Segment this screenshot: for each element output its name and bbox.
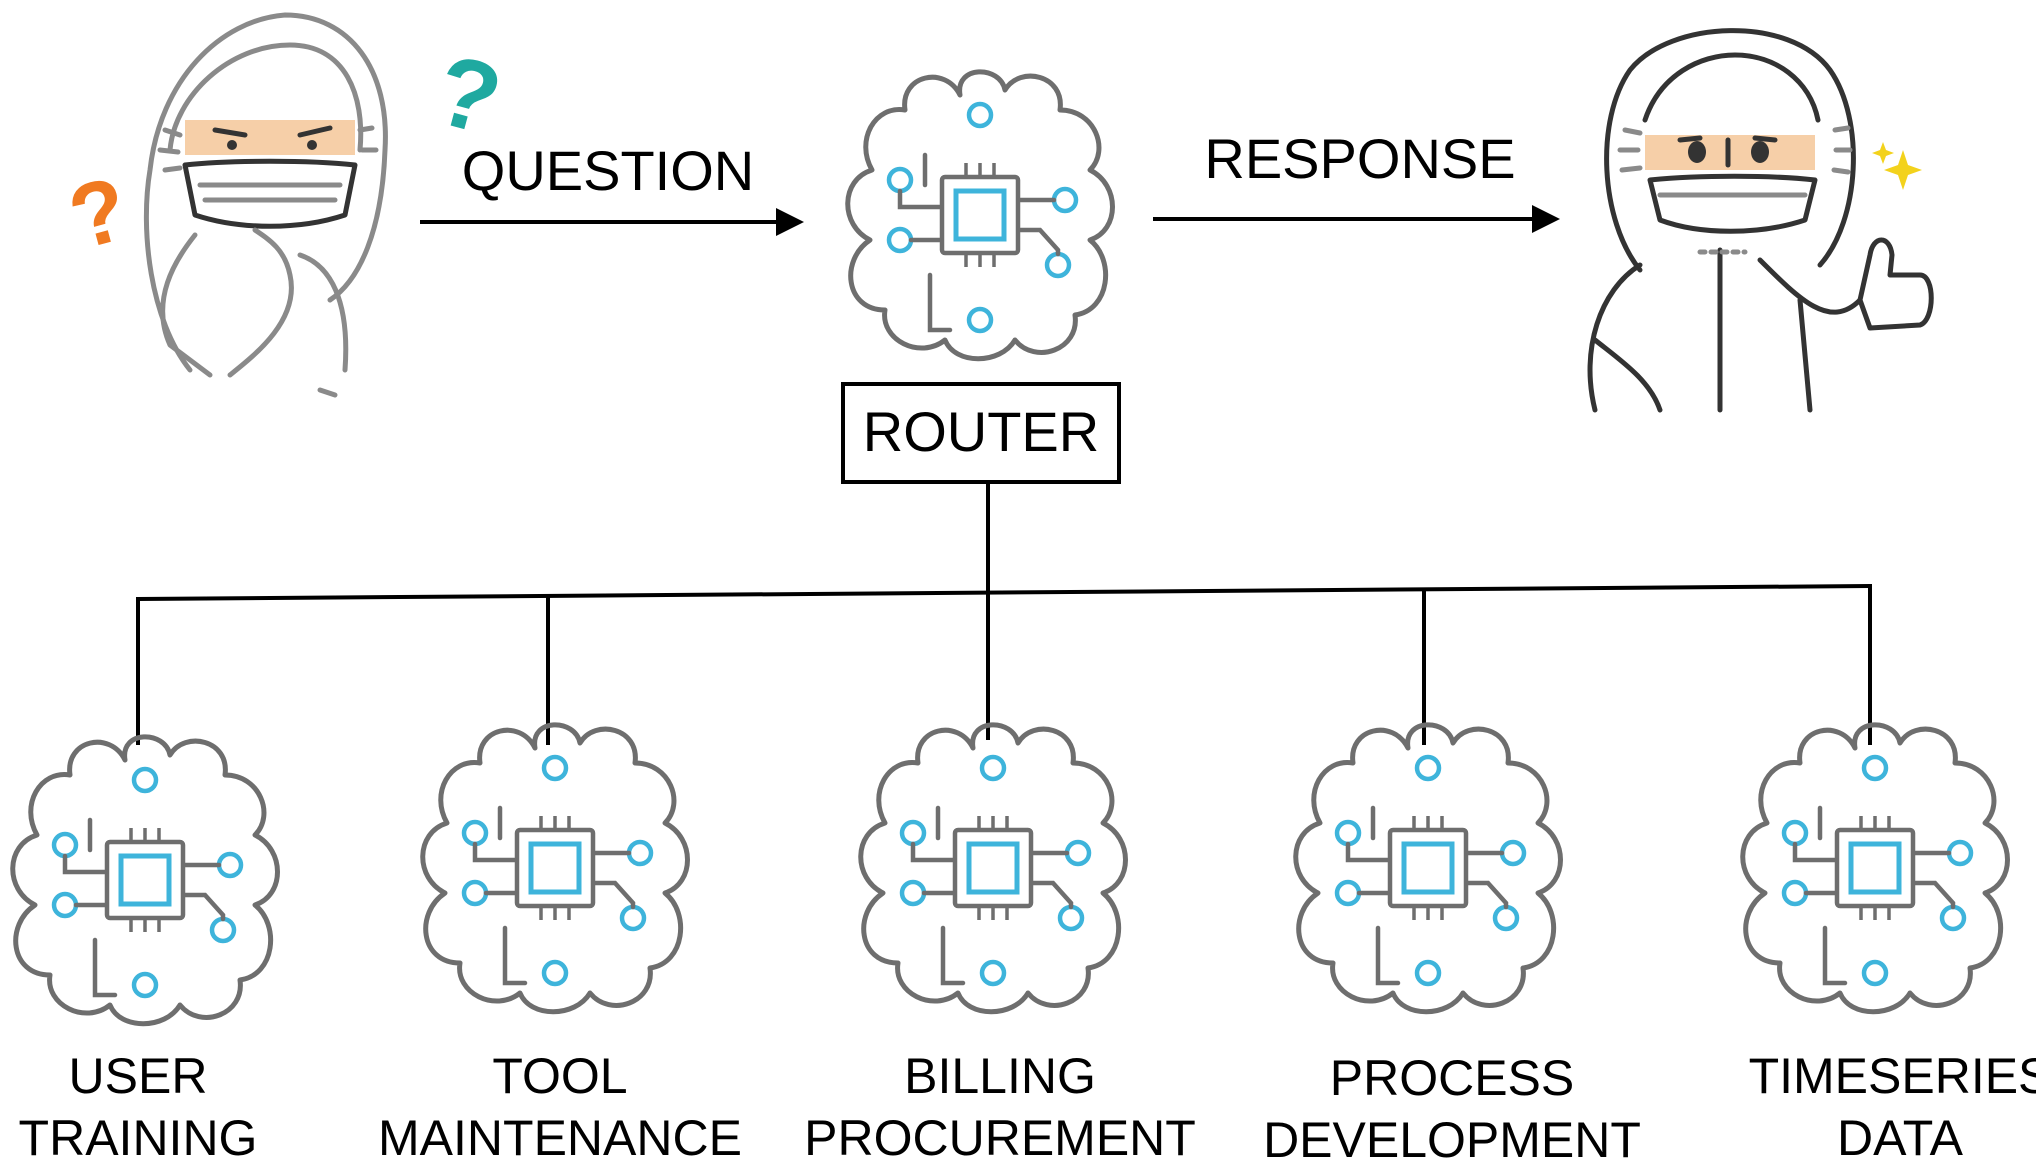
response-label: RESPONSE: [1204, 127, 1515, 190]
agent-label-timeseries-data: TIMESERIES DATA: [1749, 1048, 2036, 1161]
agent-label-line1: PROCESS: [1330, 1050, 1575, 1106]
agent-brain-icon-user-training: [13, 737, 278, 1024]
agent-label-tool-maintenance: TOOL MAINTENANCE: [378, 1048, 742, 1161]
agent-label-line2: DEVELOPMENT: [1263, 1112, 1641, 1161]
satisfied-person-illustration: [1587, 28, 1934, 413]
question-label: QUESTION: [462, 139, 754, 202]
router-label: ROUTER: [863, 400, 1099, 463]
question-mark-orange: ?: [59, 158, 138, 269]
agent-label-line1: TIMESERIES: [1749, 1048, 2036, 1104]
agent-brain-icon-process-development: [1296, 725, 1561, 1012]
agent-brain-icon-timeseries-data: [1743, 725, 2008, 1012]
agent-label-line1: USER: [69, 1048, 208, 1104]
router-brain-icon: [848, 72, 1113, 359]
agent-label-line2: DATA: [1837, 1110, 1964, 1161]
agent-label-line2: PROCUREMENT: [804, 1110, 1196, 1161]
agent-label-billing-procurement: BILLING PROCUREMENT: [804, 1048, 1196, 1161]
agent-label-user-training: USER TRAINING: [19, 1048, 258, 1161]
confused-person-illustration: [143, 12, 388, 398]
question-arrowhead: [776, 208, 804, 236]
agent-label-line1: TOOL: [492, 1048, 627, 1104]
router-box: [841, 382, 1121, 484]
sparkle-icon: [1872, 142, 1922, 190]
agent-brain-icon-billing-procurement: [861, 725, 1126, 1012]
router-tree-connectors: [136, 484, 1872, 745]
agent-label-process-development: PROCESS DEVELOPMENT: [1263, 1050, 1641, 1161]
agent-brain-icon-tool-maintenance: [423, 725, 688, 1012]
response-arrowhead: [1532, 205, 1560, 233]
agent-label-line1: BILLING: [904, 1048, 1096, 1104]
agent-label-line2: MAINTENANCE: [378, 1110, 742, 1161]
agent-label-line2: TRAINING: [19, 1110, 258, 1161]
